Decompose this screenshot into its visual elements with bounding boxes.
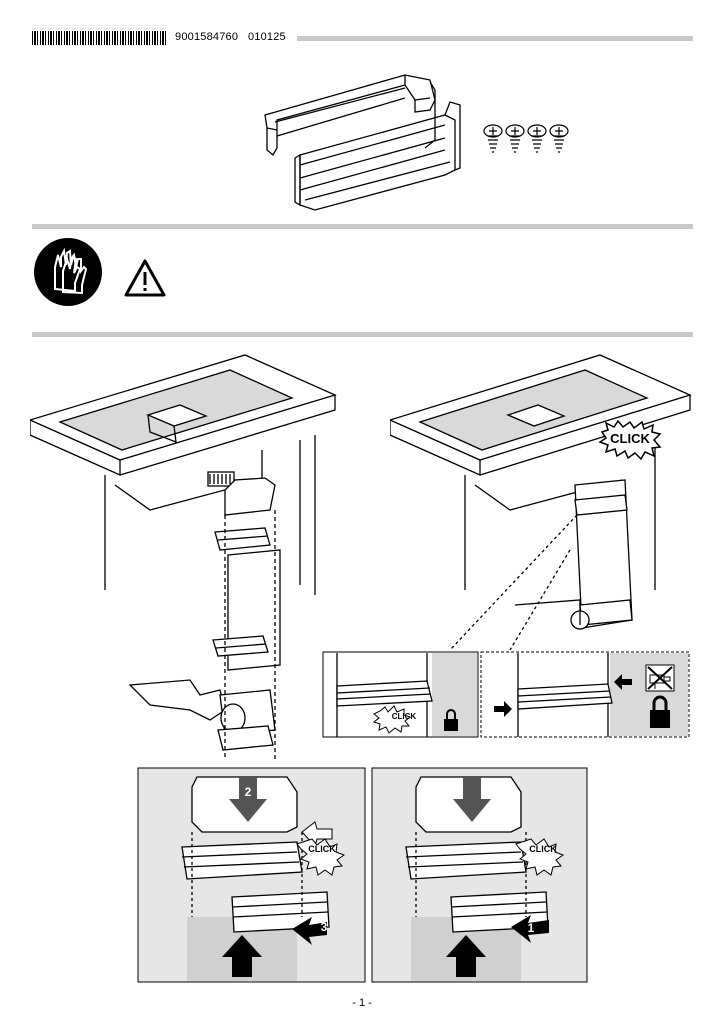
header-rule	[297, 36, 693, 41]
click-burst-top	[598, 420, 662, 460]
click-label-detail-1: CLICK	[391, 712, 417, 721]
document-number: 9001584760	[175, 31, 239, 43]
step-number-2-top-left: 2	[244, 785, 252, 799]
clip-assembly-panel-right	[371, 767, 588, 983]
detail-box-click-lock	[322, 651, 479, 738]
document-code: 9001584760 010125	[175, 31, 286, 43]
barcode	[32, 31, 166, 45]
gloves-icon	[34, 238, 102, 306]
parts-illustration	[264, 74, 569, 211]
section-rule-1	[32, 224, 693, 229]
page-number: - 1 -	[352, 997, 372, 1009]
warning-triangle-icon	[124, 259, 166, 297]
click-label-panel-left: CLICK	[308, 844, 336, 854]
installation-exploded-view	[30, 354, 337, 760]
step-number-3: 3	[320, 920, 328, 934]
step-number-1: 1	[527, 921, 535, 935]
screws	[483, 124, 569, 153]
installation-assembled-view	[390, 354, 692, 650]
click-label-top: CLICK	[610, 431, 650, 446]
click-label-panel-right: CLICK	[529, 844, 557, 854]
detail-box-screw-lock	[480, 651, 690, 738]
clip-assembly-panel-left	[137, 767, 366, 983]
section-rule-2	[32, 332, 693, 337]
revision-number: 010125	[247, 31, 286, 43]
